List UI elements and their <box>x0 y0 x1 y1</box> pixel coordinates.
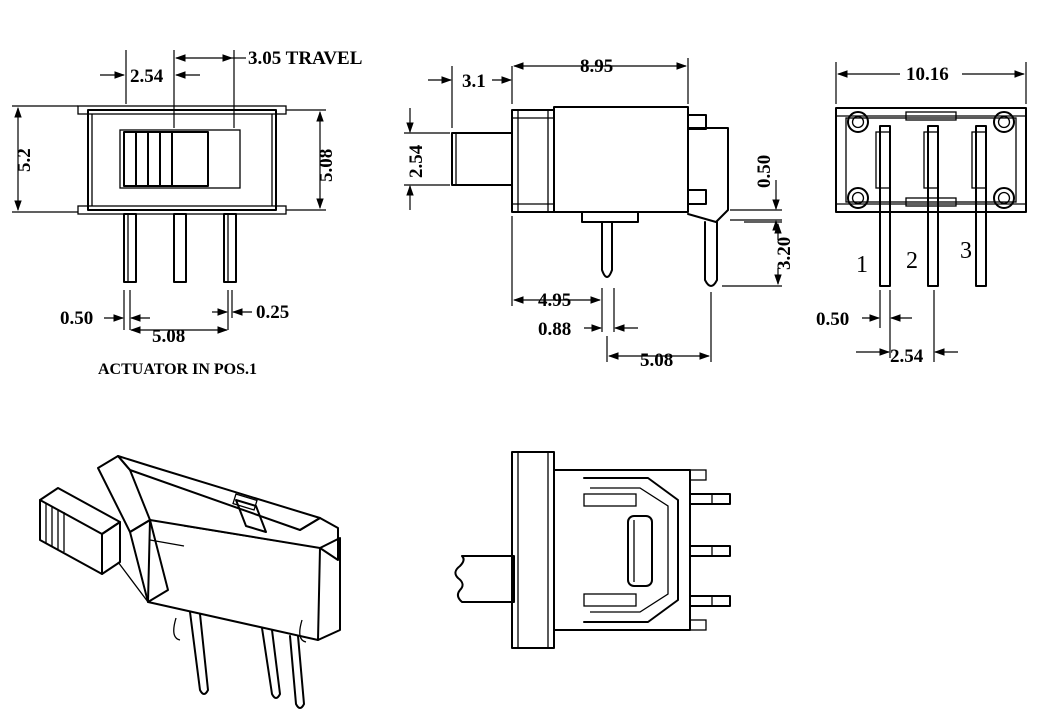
iso-pin-2 <box>261 627 281 699</box>
dim-end-width: 10.16 <box>906 64 949 85</box>
front-pin-2 <box>173 213 187 283</box>
end-pin-3 <box>975 125 987 287</box>
dim-side-bracket: 0.50 <box>754 155 775 188</box>
end-pin-1 <box>879 125 891 287</box>
side-actuator <box>451 132 513 186</box>
side-bracket <box>687 127 729 223</box>
iso-body <box>147 519 321 641</box>
dim-front-height-left: 5.2 <box>14 148 35 172</box>
dim-front-pin-width: 0.50 <box>60 308 93 329</box>
top-pin-1 <box>689 493 731 505</box>
front-pin-3 <box>223 213 237 283</box>
pin-label-3: 3 <box>960 238 972 264</box>
dim-side-actuator: 3.1 <box>462 71 486 92</box>
iso-pin-3 <box>289 635 305 709</box>
front-actuator <box>123 131 209 187</box>
end-body <box>835 107 1027 213</box>
end-post-br <box>993 187 1015 209</box>
side-pin-rear <box>704 221 718 287</box>
dim-side-actuator-height: 2.54 <box>406 144 427 178</box>
dim-front-travel: 3.05 TRAVEL <box>248 48 362 69</box>
dim-front-pin-span: 5.08 <box>152 326 185 347</box>
top-actuator <box>454 555 515 603</box>
dim-front-height-right: 5.08 <box>316 149 337 182</box>
dim-front-pin-thick: 0.25 <box>256 302 289 323</box>
end-post-tl <box>847 111 869 133</box>
dim-front-pitch: 2.54 <box>130 66 164 87</box>
pin-label-1: 1 <box>856 252 868 278</box>
front-slot <box>119 129 241 189</box>
top-slot <box>627 515 653 587</box>
top-view <box>454 451 731 649</box>
pin-label-2: 2 <box>906 248 918 274</box>
side-view: 3.1 8.95 2.54 0.50 3.20 4.95 0.88 <box>404 56 795 371</box>
end-post-tr <box>993 111 1015 133</box>
dim-side-pin-offset: 4.95 <box>538 290 571 311</box>
top-pin-3 <box>689 595 731 607</box>
front-view: 2.54 3.05 TRAVEL 5.2 5.08 0.50 0.25 5.08… <box>12 48 362 378</box>
isometric-view <box>39 455 341 709</box>
end-view: 1 2 3 10.16 0.50 2.54 <box>816 62 1027 367</box>
iso-pin-1 <box>189 611 209 695</box>
dim-side-pin-diameter: 0.88 <box>538 319 571 340</box>
dim-side-pin-spacing: 5.08 <box>640 350 673 371</box>
side-pin-front <box>601 221 613 278</box>
front-body <box>87 109 277 211</box>
end-post-bl <box>847 187 869 209</box>
top-pin-2 <box>689 545 731 557</box>
dim-side-body-length: 8.95 <box>580 56 613 77</box>
dim-side-pin-length: 3.20 <box>774 237 795 270</box>
front-caption: ACTUATOR IN POS.1 <box>98 361 257 378</box>
end-pin-2 <box>927 125 939 287</box>
dim-end-pitch: 2.54 <box>890 346 924 367</box>
front-pin-1 <box>123 213 137 283</box>
dim-end-pin-width: 0.50 <box>816 309 849 330</box>
side-body <box>553 106 689 213</box>
